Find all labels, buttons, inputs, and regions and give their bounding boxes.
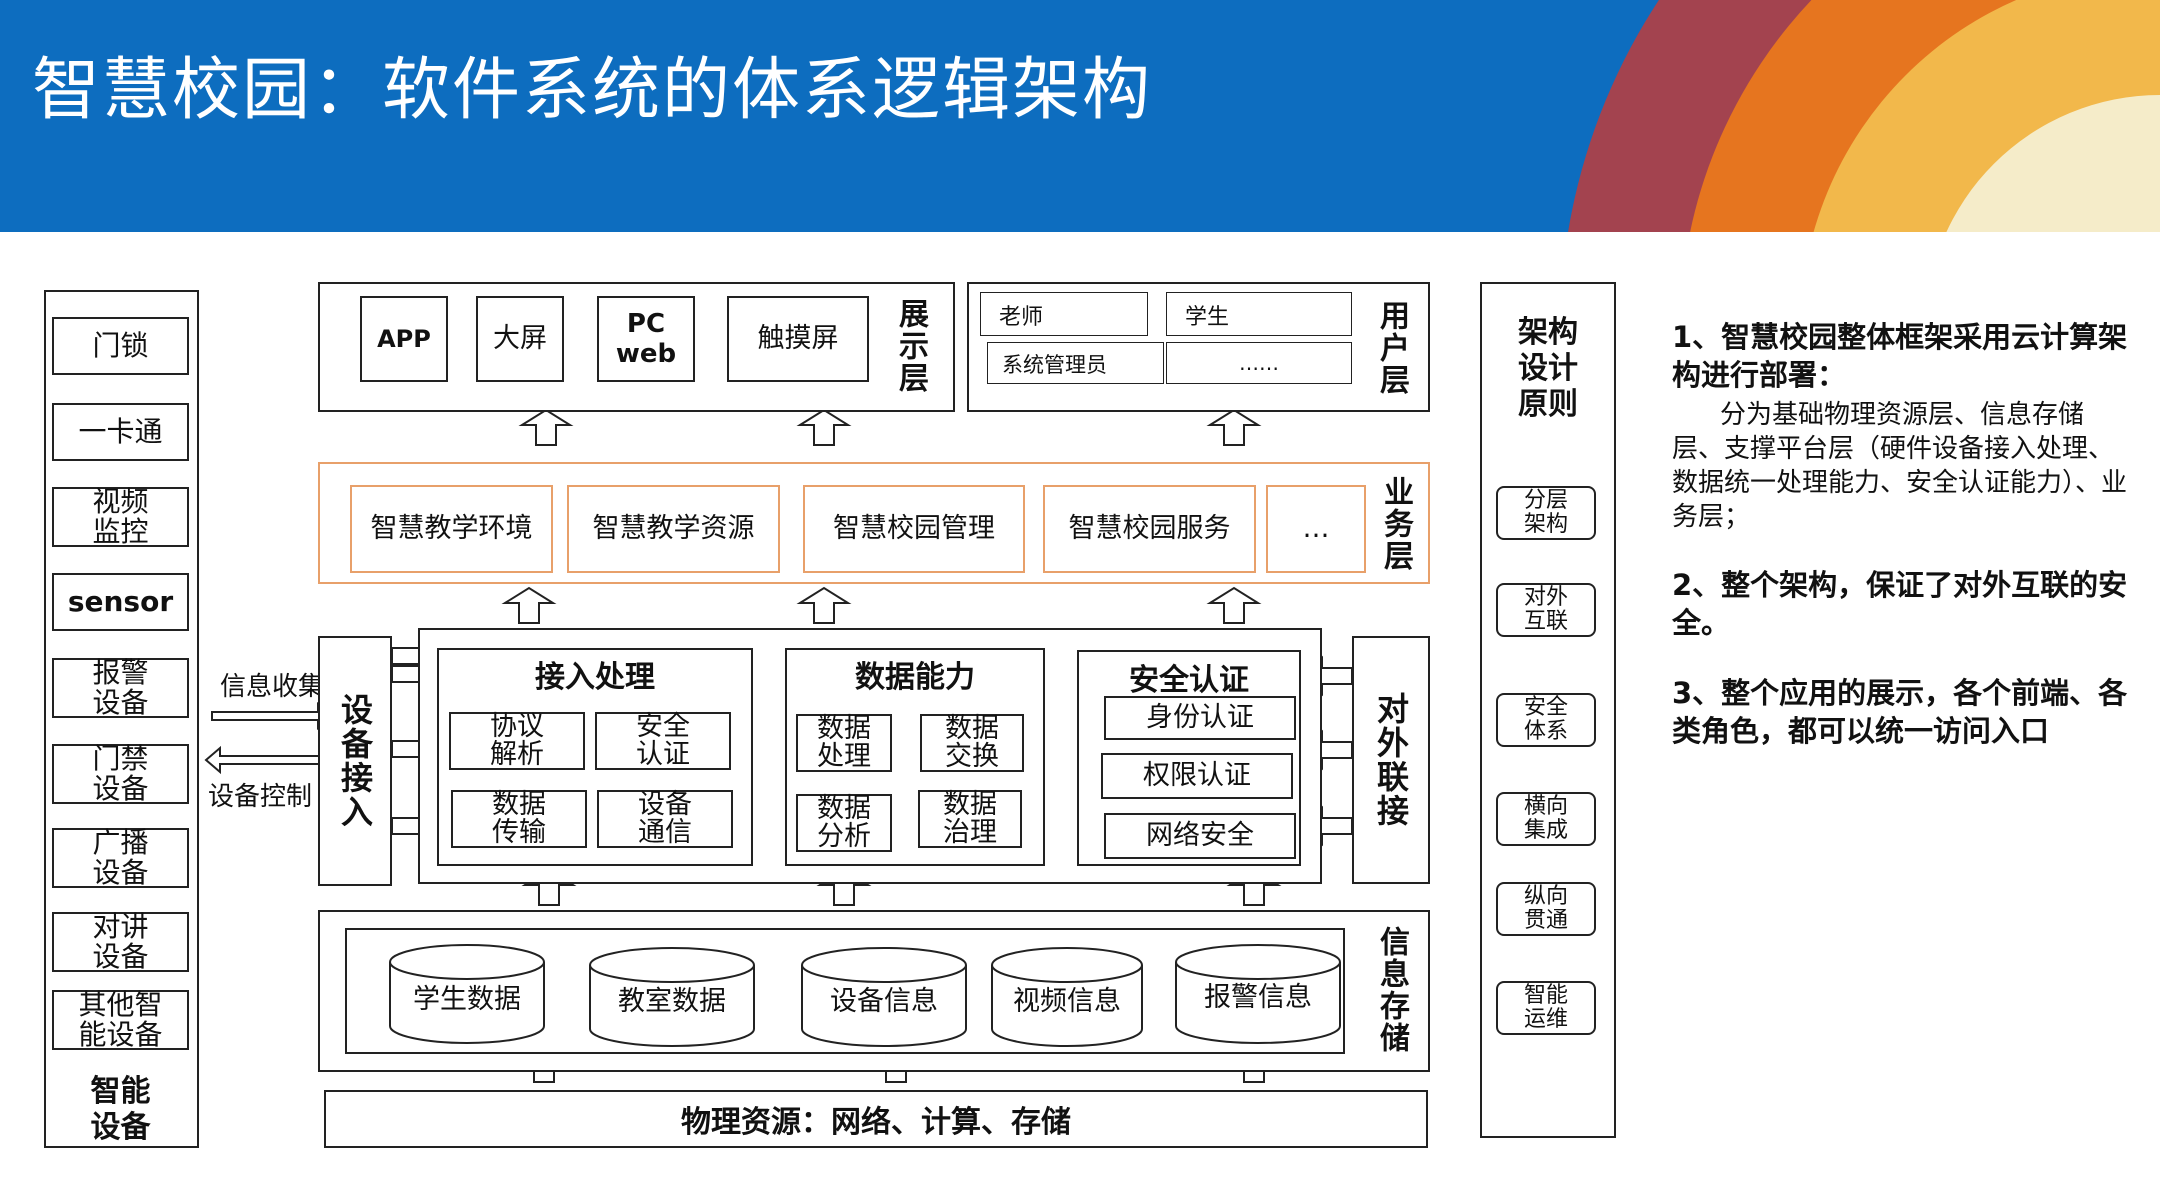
security-identity: 身份认证 <box>1104 696 1296 740</box>
access-processing-title: 接入处理 <box>535 660 655 695</box>
device-access-box: 设备接入 <box>318 636 392 886</box>
business-campus-service: 智慧校园服务 <box>1043 485 1256 573</box>
access-device-comm: 设备 通信 <box>597 790 733 848</box>
user-sysadmin: 系统管理员 <box>987 342 1164 384</box>
external-connect-box: 对外联接 <box>1352 636 1430 884</box>
external-connect-label: 对外联接 <box>1372 692 1410 828</box>
storage-video-info: 视频信息 <box>1013 986 1121 1017</box>
note-3: 3、整个应用的展示，各个前端、各类角色，都可以统一访问入口 <box>1672 676 2128 748</box>
access-data-transfer: 数据 传输 <box>451 790 587 848</box>
data-capability-title: 数据能力 <box>855 660 975 695</box>
principle-security: 安全 体系 <box>1496 693 1596 747</box>
data-processing: 数据 处理 <box>796 714 892 772</box>
display-layer-label: 展示层 <box>893 298 928 394</box>
device-video-monitor: 视频 监控 <box>52 487 189 547</box>
notes-panel: 1、智慧校园整体框架采用云计算架构进行部署： 分为基础物理资源层、信息存储层、支… <box>1672 318 2132 782</box>
page-title: 智慧校园：软件系统的体系逻辑架构 <box>32 51 1153 130</box>
physical-resources: 物理资源：网络、计算、存储 <box>324 1090 1428 1148</box>
header-banner <box>0 0 2160 232</box>
access-protocol-parse: 协议 解析 <box>449 712 585 770</box>
business-layer <box>318 462 1430 584</box>
device-intercom: 对讲 设备 <box>52 912 189 972</box>
display-app: APP <box>360 296 448 382</box>
display-big-screen: 大屏 <box>476 296 564 382</box>
user-teacher: 老师 <box>980 292 1148 336</box>
device-other-smart: 其他智 能设备 <box>52 990 189 1050</box>
device-broadcast: 广播 设备 <box>52 828 189 888</box>
decorative-arcs-icon <box>1568 0 2160 232</box>
device-access-label: 设备接入 <box>336 693 374 829</box>
data-analysis: 数据 分析 <box>796 794 892 852</box>
business-layer-label: 业务层 <box>1378 476 1413 572</box>
cylinder-icon <box>991 965 1143 1047</box>
device-sensor: sensor <box>52 573 189 631</box>
cylinder-icon <box>1175 962 1341 1044</box>
data-governance: 数据 治理 <box>918 790 1022 848</box>
security-permission: 权限认证 <box>1101 753 1293 799</box>
security-network: 网络安全 <box>1104 813 1296 859</box>
device-control-label: 设备控制 <box>208 782 313 812</box>
cylinder-icon <box>389 962 545 1044</box>
device-one-card: 一卡通 <box>52 403 189 461</box>
principle-layered: 分层 架构 <box>1496 486 1596 540</box>
access-security-auth: 安全 认证 <box>595 712 731 770</box>
display-touch-screen: 触摸屏 <box>727 296 869 382</box>
storage-layer-label: 信息存储 <box>1374 926 1409 1054</box>
note-1-title: 1、智慧校园整体框架采用云计算架构进行部署： <box>1672 320 2128 392</box>
principle-smart-ops: 智能 运维 <box>1496 981 1596 1035</box>
data-exchange: 数据 交换 <box>920 714 1024 772</box>
storage-device-info: 设备信息 <box>830 986 938 1017</box>
note-1-body: 分为基础物理资源层、信息存储层、支撑平台层（硬件设备接入处理、数据统一处理能力、… <box>1672 400 2128 532</box>
device-access-control: 门禁 设备 <box>52 744 189 804</box>
user-student: 学生 <box>1166 292 1352 336</box>
device-door-lock: 门锁 <box>52 317 189 375</box>
storage-alarm-info: 报警信息 <box>1204 982 1312 1013</box>
smart-devices-label: 智能 设备 <box>90 1074 151 1145</box>
note-2: 2、整个架构，保证了对外互联的安全。 <box>1672 568 2128 640</box>
principle-external: 对外 互联 <box>1496 583 1596 637</box>
info-collect-label: 信息收集 <box>220 672 325 702</box>
business-more: … <box>1266 485 1366 573</box>
principle-vertical: 纵向 贯通 <box>1496 882 1596 936</box>
cylinder-icon <box>801 965 967 1047</box>
cylinder-icon <box>589 965 755 1047</box>
principle-horizontal: 横向 集成 <box>1496 792 1596 846</box>
business-teaching-resource: 智慧教学资源 <box>567 485 780 573</box>
business-teaching-env: 智慧教学环境 <box>350 485 553 573</box>
storage-student-data: 学生数据 <box>413 984 521 1015</box>
device-alarm: 报警 设备 <box>52 658 189 718</box>
security-auth-title: 安全认证 <box>1129 663 1249 698</box>
principles-title: 架构 设计 原则 <box>1518 315 1578 422</box>
user-more: …… <box>1166 342 1352 384</box>
storage-classroom-data: 教室数据 <box>618 986 726 1017</box>
user-layer-label: 用户层 <box>1374 300 1409 396</box>
business-campus-mgmt: 智慧校园管理 <box>803 485 1025 573</box>
display-pc-web: PC web <box>597 296 695 382</box>
